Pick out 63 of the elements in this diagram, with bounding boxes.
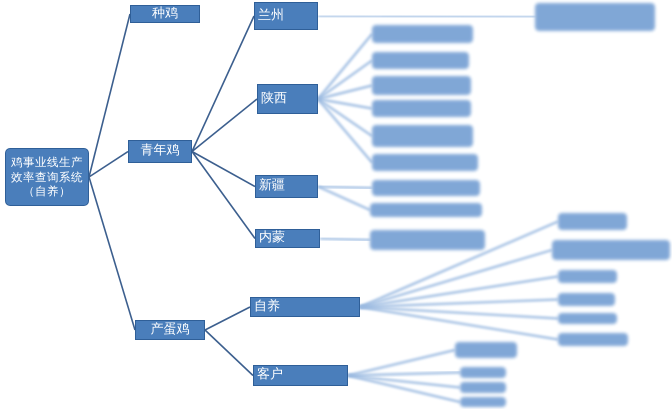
connector-line <box>318 14 535 18</box>
connector-line <box>191 151 256 239</box>
root-box <box>5 148 89 206</box>
connector-line <box>191 16 255 152</box>
node-label: 客户 <box>257 368 283 383</box>
connector-line <box>348 348 456 377</box>
connector-line <box>320 237 370 242</box>
blurred-box <box>372 76 471 95</box>
category-box <box>254 2 318 30</box>
category-box <box>130 5 200 23</box>
blurred-box <box>460 397 506 407</box>
category-box <box>257 84 318 114</box>
connector-line <box>318 186 370 211</box>
blurred-box <box>372 52 469 69</box>
node-label: 陕西 <box>261 92 287 106</box>
connector-line <box>360 306 558 320</box>
blurred-box <box>552 240 670 260</box>
blurred-box <box>535 3 655 31</box>
connector-line <box>192 150 256 188</box>
category-box <box>135 320 205 340</box>
category-box <box>250 297 360 317</box>
connector-line <box>318 185 372 190</box>
connector-line <box>318 84 372 100</box>
connector-line <box>360 306 558 341</box>
blurred-box <box>558 313 617 324</box>
category-box <box>255 229 320 248</box>
blurred-box <box>372 100 471 117</box>
connector-line <box>204 306 250 331</box>
blurred-box <box>455 342 517 358</box>
node-label: 内蒙 <box>259 231 285 246</box>
blurred-box <box>558 293 615 306</box>
node-label: 产蛋鸡 <box>150 322 190 338</box>
category-box <box>255 175 318 198</box>
blurred-box <box>372 125 473 147</box>
connector-line <box>88 14 131 178</box>
category-box <box>128 140 192 163</box>
blurred-box <box>460 382 506 393</box>
connector-line <box>88 176 136 330</box>
blurred-box <box>372 154 478 171</box>
connector-line <box>360 220 558 308</box>
connector-line <box>204 329 254 376</box>
blurred-box <box>558 333 628 346</box>
node-label: 新疆 <box>259 179 285 194</box>
blurred-box <box>372 180 480 196</box>
category-box <box>253 365 348 386</box>
node-label: 自养 <box>254 300 280 314</box>
blurred-box <box>370 203 482 217</box>
connector-line <box>317 33 373 100</box>
blurred-box <box>372 25 473 43</box>
connector-line <box>318 98 372 110</box>
connector-line <box>88 150 128 178</box>
connector-line <box>348 374 460 404</box>
blurred-box <box>558 270 617 283</box>
blurred-box <box>370 230 485 250</box>
node-label: 鸡事业线生产效率查询系统（自养） <box>10 155 84 199</box>
connector-line <box>317 98 373 164</box>
connector-line <box>192 98 258 152</box>
blurred-box <box>558 213 627 230</box>
node-label: 种鸡 <box>152 6 178 22</box>
node-label: 青年鸡 <box>140 144 180 159</box>
blurred-box <box>460 367 506 378</box>
node-label: 兰州 <box>258 8 284 24</box>
connector-line <box>360 275 558 308</box>
